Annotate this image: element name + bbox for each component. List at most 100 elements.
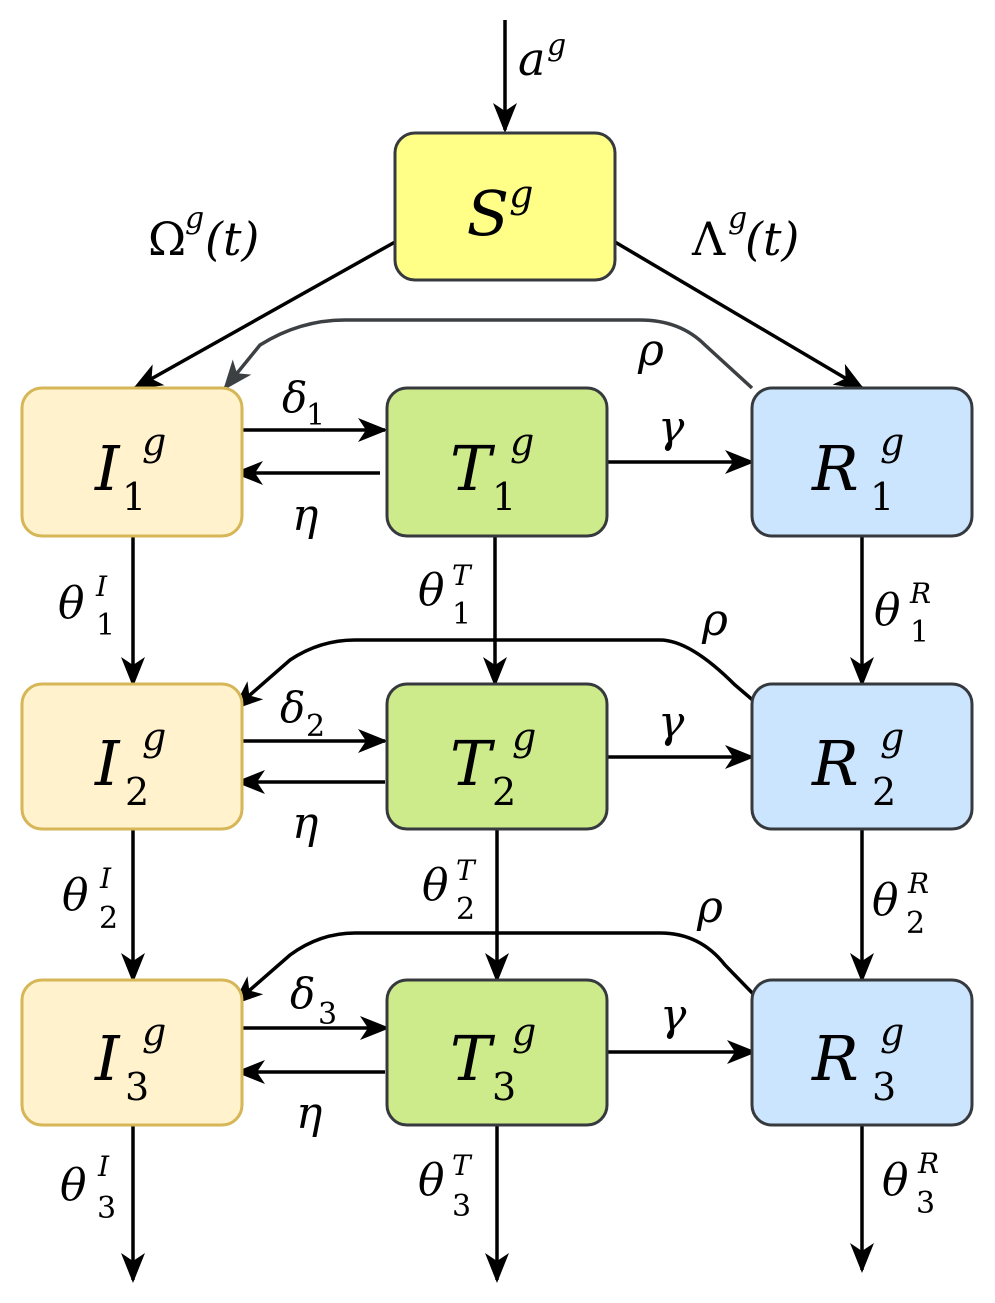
label-omega: Ω g (t)	[148, 201, 259, 266]
svg-text:R: R	[909, 577, 931, 610]
svg-text:R: R	[811, 432, 859, 505]
label-theta-t2: θ T 2	[422, 854, 477, 927]
svg-text:a: a	[518, 32, 545, 86]
label-gamma-2: γ	[658, 697, 685, 748]
node-i3: I g 3	[20, 978, 244, 1127]
label-eta-1: η	[292, 490, 318, 541]
svg-text:g: g	[512, 1010, 536, 1054]
svg-text:(t): (t)	[745, 212, 799, 266]
svg-text:θ: θ	[872, 875, 899, 926]
svg-text:θ: θ	[882, 1155, 909, 1206]
svg-text:θ: θ	[58, 578, 85, 629]
svg-text:I: I	[94, 727, 121, 800]
svg-text:δ: δ	[290, 969, 315, 1018]
label-theta-i2: θ I 2	[62, 862, 118, 936]
label-delta1: δ 1	[282, 373, 325, 433]
svg-text:T: T	[450, 727, 496, 800]
svg-text:θ: θ	[62, 870, 89, 921]
label-delta3: δ 3	[290, 969, 337, 1032]
label-theta-r1: θ R 1	[874, 577, 931, 650]
svg-text:3: 3	[872, 1065, 896, 1109]
label-inflow: a g	[518, 28, 566, 86]
svg-text:T: T	[456, 854, 477, 887]
svg-text:3: 3	[492, 1065, 516, 1109]
svg-text:θ: θ	[422, 860, 449, 911]
svg-text:g: g	[142, 1010, 166, 1054]
svg-text:θ: θ	[874, 585, 901, 636]
label-delta2: δ 2	[280, 683, 325, 744]
node-t3: T g 3	[385, 978, 609, 1127]
label-eta-2: η	[292, 798, 318, 849]
svg-text:2: 2	[492, 770, 516, 814]
svg-text:R: R	[811, 1022, 859, 1095]
svg-text:1: 1	[870, 475, 894, 519]
svg-text:Λ: Λ	[691, 212, 726, 266]
svg-text:I: I	[99, 862, 112, 895]
svg-text:g: g	[880, 420, 904, 464]
svg-text:2: 2	[872, 770, 896, 814]
svg-text:T: T	[450, 1022, 496, 1095]
svg-text:T: T	[450, 432, 496, 505]
label-theta-r2: θ R 2	[872, 867, 929, 941]
svg-text:g: g	[880, 1010, 904, 1054]
edge-s-to-i1	[132, 240, 396, 390]
svg-text:3: 3	[916, 1186, 935, 1221]
node-r3: R g 3	[750, 978, 974, 1127]
label-theta-r3: θ R 3	[882, 1147, 939, 1221]
svg-text:2: 2	[99, 901, 118, 936]
svg-text:2: 2	[125, 770, 149, 814]
svg-text:1: 1	[122, 475, 146, 519]
svg-text:3: 3	[97, 1191, 116, 1226]
svg-text:3: 3	[318, 997, 337, 1032]
svg-text:g: g	[880, 715, 904, 759]
svg-text:T: T	[452, 1149, 473, 1182]
node-t1: T g 1	[385, 386, 609, 538]
label-gamma-1: γ	[658, 402, 685, 453]
label-theta-t1: θ T 1	[418, 559, 473, 632]
svg-text:θ: θ	[60, 1160, 87, 1211]
label-rho-3: ρ	[696, 882, 723, 933]
edge-r2-to-i2	[232, 638, 764, 710]
svg-text:θ: θ	[418, 1155, 445, 1206]
label-rho-1: ρ	[637, 325, 664, 376]
svg-text:g: g	[142, 420, 166, 464]
svg-text:Ω: Ω	[148, 212, 186, 266]
svg-text:(t): (t)	[205, 212, 259, 266]
svg-text:δ: δ	[282, 373, 307, 422]
svg-text:R: R	[917, 1147, 939, 1180]
svg-text:g: g	[185, 201, 204, 236]
svg-text:g: g	[510, 420, 534, 464]
svg-text:T: T	[452, 559, 473, 592]
svg-text:g: g	[547, 28, 566, 63]
node-r2: R g 2	[750, 682, 974, 831]
label-rho-2: ρ	[701, 595, 728, 646]
svg-text:3: 3	[452, 1189, 471, 1224]
label-gamma-3: γ	[660, 990, 687, 1041]
svg-text:1: 1	[910, 615, 929, 650]
svg-text:1: 1	[306, 398, 325, 433]
label-theta-i1: θ I 1	[58, 570, 115, 643]
node-r1: R g 1	[750, 386, 974, 538]
node-i2: I g 2	[20, 682, 244, 831]
node-i1: I g 1	[20, 386, 244, 538]
svg-text:1: 1	[96, 608, 115, 643]
svg-text:δ: δ	[280, 683, 305, 732]
svg-text:2: 2	[906, 906, 925, 941]
svg-text:R: R	[811, 727, 859, 800]
svg-text:g: g	[142, 715, 166, 759]
label-eta-3: η	[296, 1088, 322, 1139]
edge-r1-to-i1	[223, 318, 754, 391]
svg-text:I: I	[95, 570, 108, 603]
node-s: Sg	[393, 131, 617, 282]
label-theta-t3: θ T 3	[418, 1149, 473, 1224]
svg-text:g: g	[728, 201, 747, 236]
svg-text:I: I	[94, 1022, 121, 1095]
svg-text:g: g	[512, 715, 536, 759]
svg-text:I: I	[97, 1150, 110, 1183]
label-lambda: Λ g (t)	[691, 201, 799, 266]
svg-text:2: 2	[306, 709, 325, 744]
label-theta-i3: θ I 3	[60, 1150, 116, 1226]
svg-text:θ: θ	[418, 565, 445, 616]
svg-text:Sg: Sg	[467, 172, 534, 250]
svg-text:1: 1	[492, 475, 516, 519]
